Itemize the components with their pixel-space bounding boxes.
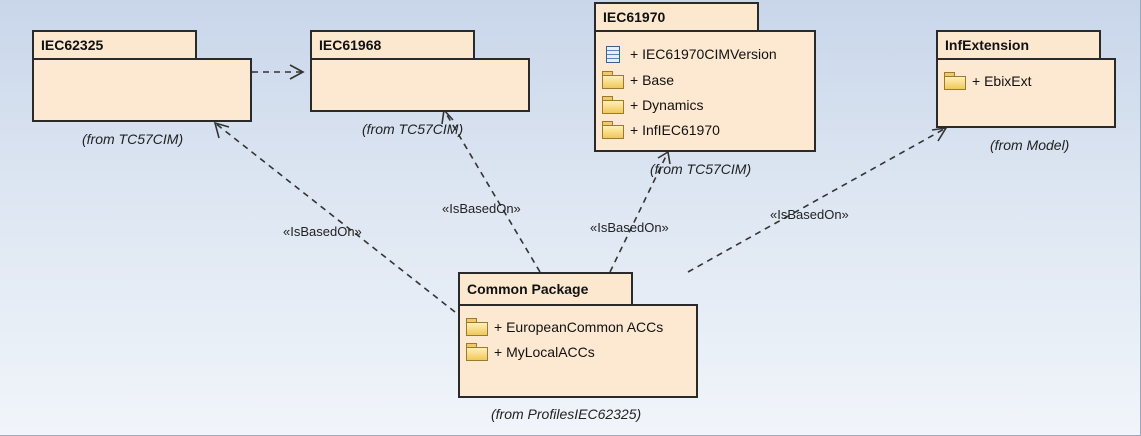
arrowhead-infextension: [931, 126, 948, 142]
package-tab: Common Package: [458, 272, 633, 306]
dependency-common-iec62325: [214, 122, 456, 313]
package-origin-infextension: (from Model): [990, 137, 1070, 153]
package-item-ebixext[interactable]: + EbixExt: [944, 70, 1032, 92]
item-label: + InfIEC61970: [630, 122, 720, 138]
dependency-common-iec61968: [443, 109, 541, 273]
package-origin-iec62325: (from TC57CIM): [82, 131, 184, 147]
package-origin-iec61968: (from TC57CIM): [362, 121, 464, 137]
stereotype-label-iec61968: «IsBasedOn»: [442, 201, 521, 216]
stereotype-label-iec61970: «IsBasedOn»: [590, 220, 669, 235]
folder-icon: [466, 318, 488, 336]
stereotype-label-iec62325: «IsBasedOn»: [283, 224, 362, 239]
package-origin-iec61970: (from TC57CIM): [650, 161, 752, 177]
package-item-iec61970cimversion[interactable]: + IEC61970CIMVersion: [602, 43, 777, 65]
package-item-europeancommon-accs[interactable]: + EuropeanCommon ACCs: [466, 316, 663, 338]
package-item-base[interactable]: + Base: [602, 69, 674, 91]
package-name: Common Package: [467, 281, 589, 297]
item-label: + EuropeanCommon ACCs: [494, 319, 664, 335]
folder-icon: [466, 343, 488, 361]
folder-icon: [602, 96, 624, 114]
arrowhead-iec61970: [657, 150, 671, 165]
package-body: + IEC61970CIMVersion + Base + Dynamics +…: [594, 30, 816, 152]
package-body: + EbixExt: [936, 58, 1116, 128]
item-label: + EbixExt: [972, 73, 1032, 89]
stereotype-label-infextension: «IsBasedOn»: [770, 207, 849, 222]
package-tab: IEC61970: [594, 2, 759, 32]
package-iec61968[interactable]: IEC61968: [310, 30, 530, 112]
package-origin-common: (from ProfilesIEC62325): [491, 406, 642, 422]
dependency-common-iec61970: [609, 151, 669, 273]
package-name: IEC62325: [41, 37, 104, 53]
package-tab: InfExtension: [936, 30, 1101, 60]
package-item-dynamics[interactable]: + Dynamics: [602, 94, 704, 116]
folder-icon: [602, 71, 624, 89]
arrowhead-iec61968: [289, 64, 305, 80]
package-name: IEC61970: [603, 9, 666, 25]
package-body: + EuropeanCommon ACCs + MyLocalACCs: [458, 304, 698, 398]
item-label: + MyLocalACCs: [494, 344, 595, 360]
arrowhead-iec62325: [213, 121, 230, 139]
folder-icon: [944, 72, 966, 90]
package-infextension[interactable]: InfExtension + EbixExt: [936, 30, 1116, 128]
class-icon: [606, 45, 620, 63]
package-common[interactable]: Common Package + EuropeanCommon ACCs + M…: [458, 272, 698, 398]
folder-icon: [602, 121, 624, 139]
package-item-infiec61970[interactable]: + InfIEC61970: [602, 119, 720, 141]
package-iec61970[interactable]: IEC61970 + IEC61970CIMVersion + Base + D…: [594, 2, 816, 152]
item-label: + Base: [630, 72, 674, 88]
package-iec62325[interactable]: IEC62325: [32, 30, 252, 122]
package-name: InfExtension: [945, 37, 1030, 53]
dependency-common-infextension: [687, 127, 947, 273]
package-body: [310, 58, 530, 112]
item-label: + Dynamics: [630, 97, 704, 113]
package-name: IEC61968: [319, 37, 382, 53]
package-item-mylocalaccs[interactable]: + MyLocalACCs: [466, 341, 595, 363]
package-tab: IEC61968: [310, 30, 475, 60]
item-label: + IEC61970CIMVersion: [630, 46, 777, 62]
package-tab: IEC62325: [32, 30, 197, 60]
package-body: [32, 58, 252, 122]
